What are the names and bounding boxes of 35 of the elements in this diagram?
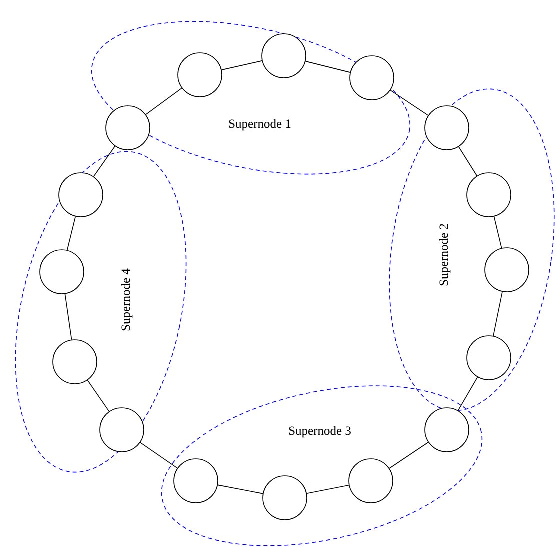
vertex-circle — [466, 172, 512, 218]
vertex-circle — [178, 52, 222, 98]
edge-line — [389, 442, 429, 469]
vertex-circle — [466, 336, 512, 380]
vertex-circle — [348, 458, 394, 504]
edge-line — [458, 146, 478, 176]
vertex-circle — [424, 408, 470, 452]
vertex-circle — [262, 34, 306, 78]
vertex-circle — [484, 248, 530, 292]
edge-line — [494, 216, 502, 249]
edge-line — [390, 90, 429, 116]
edge-line — [221, 60, 263, 70]
supernode-label: Supernode 2 — [439, 224, 451, 286]
edge-line — [306, 484, 350, 494]
edge-line — [93, 146, 116, 178]
edge-line — [87, 380, 110, 412]
vertex-circle — [100, 408, 144, 452]
supernode-label: Supernode 1 — [229, 119, 291, 131]
edge-line — [493, 292, 503, 336]
vertex-circle — [350, 56, 394, 100]
vertex-circle — [424, 106, 470, 150]
vertex-circle — [52, 340, 98, 384]
edge-line — [64, 294, 72, 340]
supernode-label: Supernode 3 — [289, 426, 351, 438]
vertex-circle — [58, 172, 104, 218]
vertex-circle — [174, 458, 218, 504]
edge-line — [140, 442, 178, 469]
edge-line — [66, 216, 76, 251]
vertex-circle — [262, 476, 308, 520]
vertex-circle — [106, 106, 150, 150]
edge-line — [305, 61, 351, 73]
supernode-label: Supernode 4 — [121, 268, 133, 331]
edge-line — [218, 484, 264, 494]
vertex-circle — [40, 250, 84, 294]
edge-line — [146, 88, 182, 116]
